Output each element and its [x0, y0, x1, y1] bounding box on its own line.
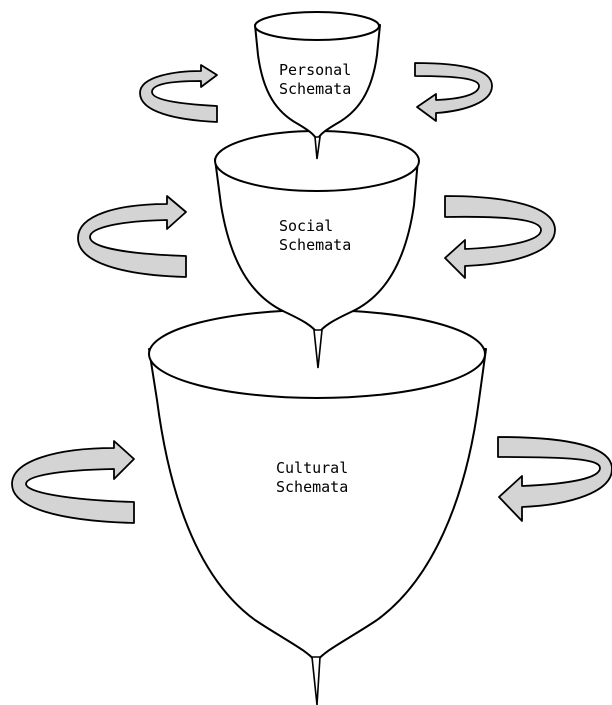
cultural-label-line1: Cultural	[276, 459, 349, 477]
personal-top-rim	[254, 11, 380, 41]
social-label-line1: Social	[279, 217, 334, 235]
personal-label-line2: Schemata	[279, 80, 352, 98]
social-label-line2: Schemata	[279, 236, 352, 254]
cultural-schemata-label: Cultural Schemata	[276, 459, 348, 497]
cultural-label-line2: Schemata	[276, 478, 349, 496]
rotation-arrow-social-left	[77, 195, 187, 278]
cultural-top-spike	[311, 656, 321, 705]
social-schemata-label: Social Schemata	[279, 217, 351, 255]
rotation-arrow-cultural-right	[497, 436, 612, 522]
rotation-arrow-social-right	[444, 195, 556, 279]
personal-top-spike	[314, 136, 321, 160]
personal-label-line1: Personal	[279, 61, 352, 79]
rotation-arrow-personal-right	[414, 62, 493, 122]
personal-schemata-label: Personal Schemata	[279, 61, 351, 99]
rotation-arrow-cultural-left	[11, 440, 135, 524]
social-top-spike	[313, 329, 323, 369]
rotation-arrow-personal-left	[139, 64, 218, 123]
